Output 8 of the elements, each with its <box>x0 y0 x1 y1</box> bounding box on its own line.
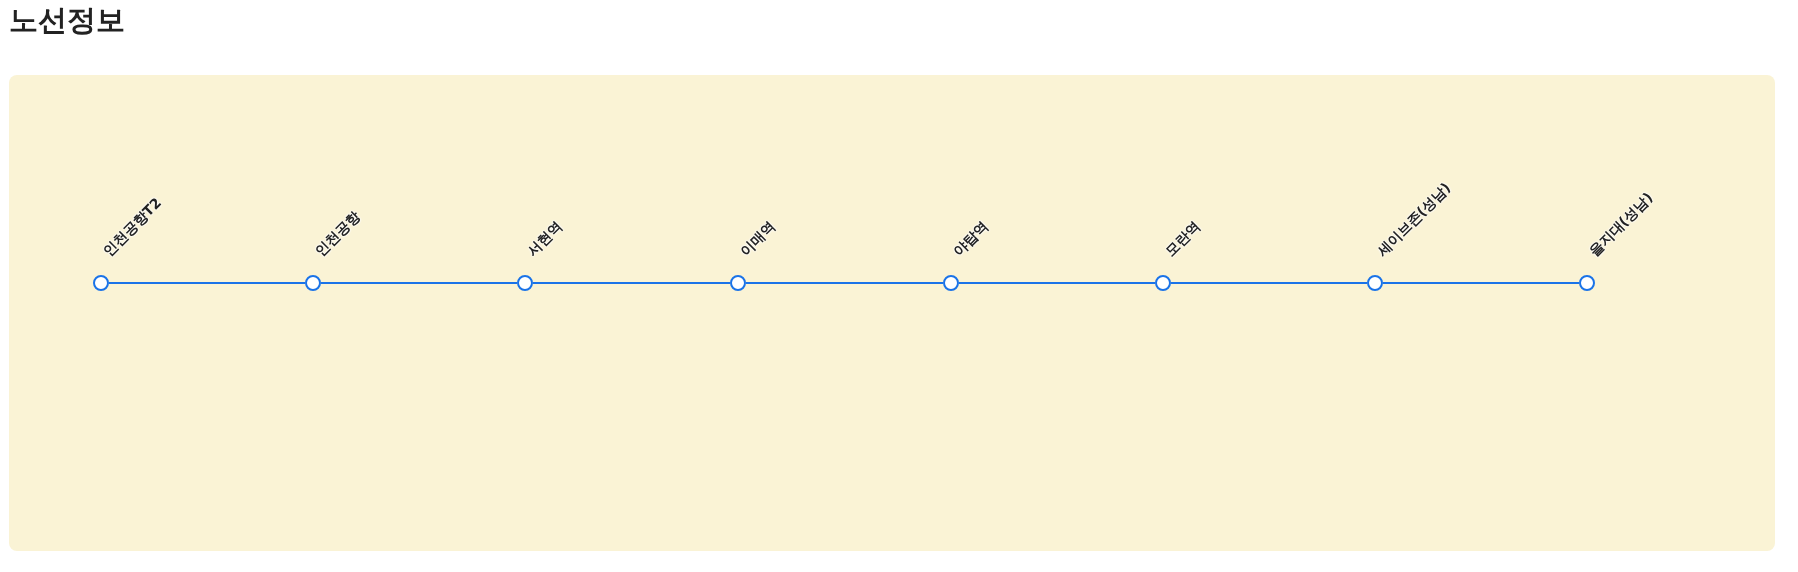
route-line <box>1382 282 1580 284</box>
route-line <box>958 282 1156 284</box>
route-line <box>532 282 731 284</box>
route-line <box>1170 282 1368 284</box>
route-line <box>108 282 306 284</box>
route-line <box>320 282 518 284</box>
title: 노선정보 <box>9 2 125 39</box>
route-line <box>745 282 944 284</box>
